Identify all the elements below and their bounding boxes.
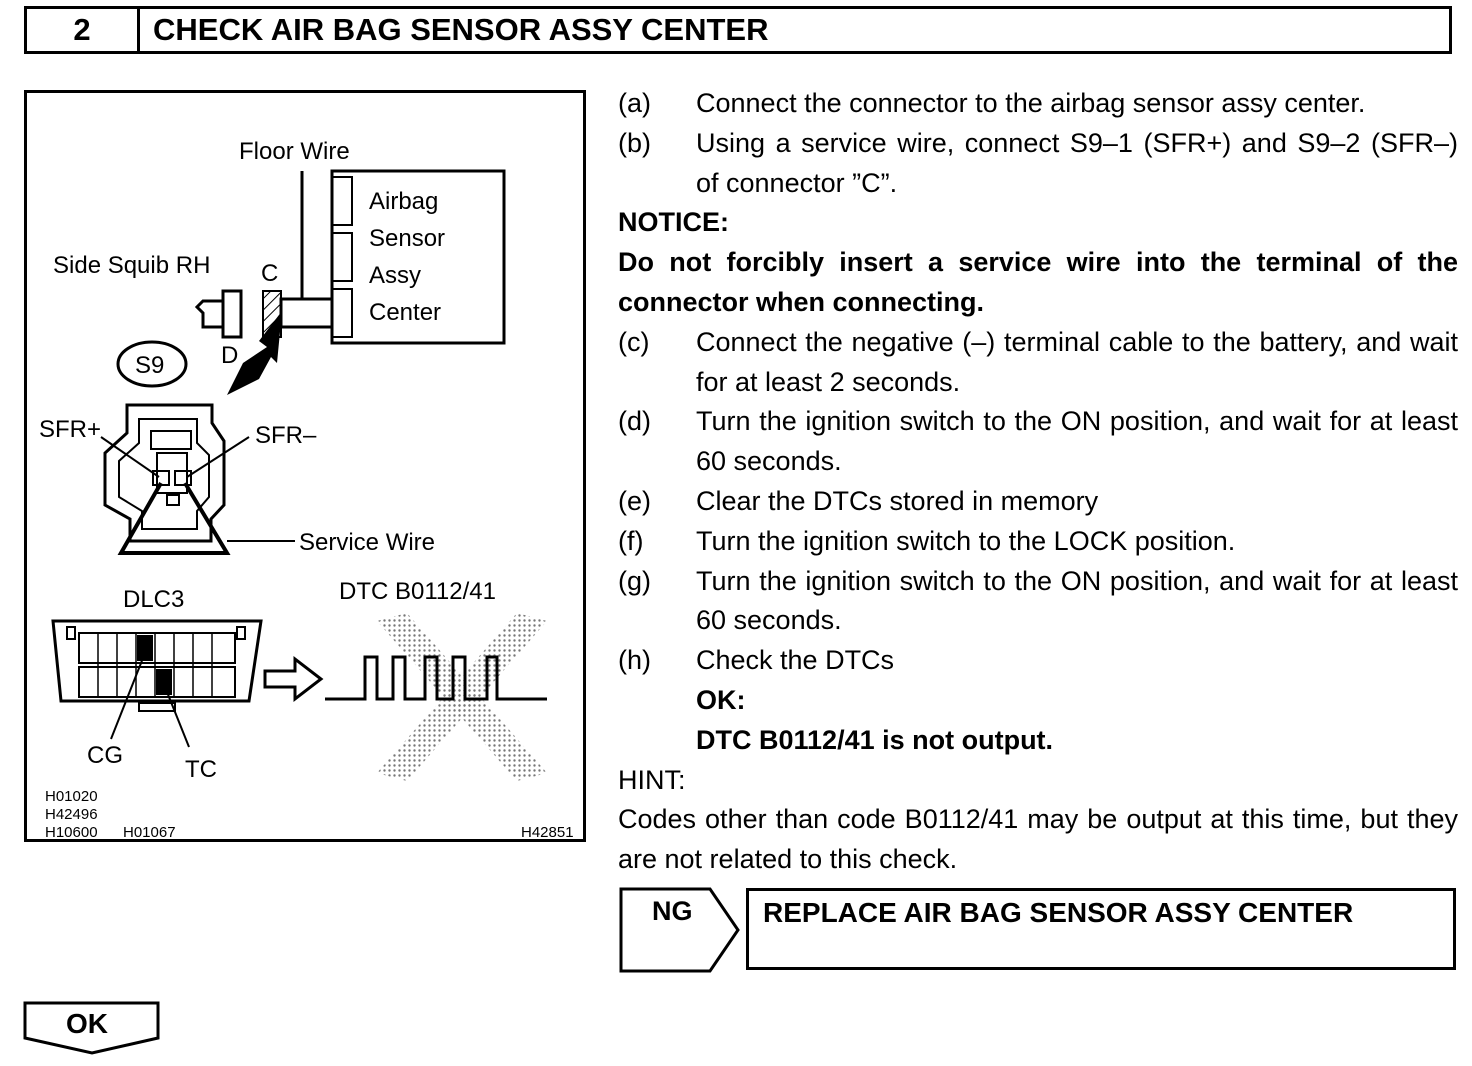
airbag-label-2: Sensor: [369, 225, 445, 252]
hint-text: Codes other than code B0112/41 may be ou…: [618, 804, 1458, 875]
service-wire-label: Service Wire: [299, 529, 435, 556]
ok-text: DTC B0112/41 is not output.: [696, 724, 1054, 755]
step-letter: (f): [618, 525, 644, 556]
step-body: Turn the ignition switch to the LOCK pos…: [696, 525, 1236, 556]
illustration-svg: Floor Wire Airbag Sensor Assy Center Sid…: [39, 138, 574, 841]
sfr-minus-label: SFR–: [255, 422, 317, 449]
tc-label: TC: [185, 756, 217, 783]
step-body: Using a service wire, connect S9–1 (SFR+…: [696, 127, 1458, 198]
ng-label: NG: [652, 896, 693, 926]
step-h: (h) Check the DTCs: [618, 641, 1458, 681]
service-wire-loop: [117, 481, 231, 555]
ng-arrow-shape: [619, 887, 740, 973]
procedure-text: (a) Connect the connector to the airbag …: [618, 84, 1458, 880]
ok-title: OK:: [696, 684, 746, 715]
hollow-arrow: [263, 655, 324, 703]
step-letter: (c): [618, 326, 650, 357]
pointer-arrow: [227, 311, 282, 395]
ok-label: OK: [66, 1008, 108, 1039]
side-squib-label: Side Squib RH: [53, 252, 210, 279]
ok-arrow-shape: [23, 1001, 160, 1055]
cg-label: CG: [87, 742, 123, 769]
step-a: (a) Connect the connector to the airbag …: [618, 84, 1458, 124]
ng-action-text: REPLACE AIR BAG SENSOR ASSY CENTER: [763, 897, 1354, 928]
figure-code-3: H10600: [45, 824, 98, 841]
step-letter: (h): [618, 645, 651, 676]
step-title: CHECK AIR BAG SENSOR ASSY CENTER: [153, 12, 769, 47]
figure-code-4: H01067: [123, 824, 176, 841]
step-b: (b) Using a service wire, connect S9–1 (…: [618, 124, 1458, 204]
figure-code-1: H01020: [45, 788, 98, 805]
floor-wire-label: Floor Wire: [239, 138, 350, 165]
notice-title: NOTICE:: [618, 207, 729, 238]
notice-text: Do not forcibly insert a service wire in…: [618, 247, 1458, 317]
sfr-plus-label: SFR+: [39, 416, 101, 443]
step-header: 2 CHECK AIR BAG SENSOR ASSY CENTER: [24, 6, 1452, 54]
ng-action-box: REPLACE AIR BAG SENSOR ASSY CENTER: [746, 888, 1456, 970]
connector-d: [221, 289, 243, 339]
step-letter: (e): [618, 485, 651, 516]
step-letter: (g): [618, 565, 651, 596]
dtc-waveform: [325, 655, 547, 701]
step-body: Connect the negative (–) terminal cable …: [696, 326, 1458, 397]
dtc-label: DTC B0112/41: [339, 578, 496, 605]
step-body: Turn the ignition switch to the ON posit…: [696, 565, 1458, 636]
step-letter: (a): [618, 88, 651, 118]
hint-title: HINT:: [618, 764, 686, 795]
figure-code-5: H42851: [521, 824, 574, 841]
dlc3-label: DLC3: [123, 586, 184, 613]
dlc3-connector: [51, 619, 263, 703]
step-d: (d) Turn the ignition switch to the ON p…: [618, 402, 1458, 482]
step-e: (e) Clear the DTCs stored in memory: [618, 482, 1458, 522]
step-body: Clear the DTCs stored in memory: [696, 485, 1099, 516]
step-c: (c) Connect the negative (–) terminal ca…: [618, 323, 1458, 403]
airbag-label-4: Center: [369, 299, 441, 326]
wiring-illustration: Floor Wire Airbag Sensor Assy Center Sid…: [24, 90, 586, 842]
airbag-label-3: Assy: [369, 262, 421, 289]
s9-badge: [116, 340, 188, 388]
step-letter: (b): [618, 127, 651, 158]
step-number: 2: [27, 9, 140, 51]
step-f: (f) Turn the ignition switch to the LOCK…: [618, 522, 1458, 562]
step-g: (g) Turn the ignition switch to the ON p…: [618, 562, 1458, 642]
connector-d-label: D: [221, 342, 238, 369]
step-letter: (d): [618, 406, 651, 437]
side-squib-rh: [194, 299, 223, 329]
s9-label: S9: [135, 352, 164, 379]
s9-connector: [103, 403, 226, 543]
figure-code-2: H42496: [45, 806, 98, 823]
step-body: Check the DTCs: [696, 645, 895, 676]
connector-c-label: C: [261, 260, 278, 287]
airbag-label-1: Airbag: [369, 188, 438, 215]
step-body: Connect the connector to the airbag sens…: [696, 88, 1366, 118]
step-body: Turn the ignition switch to the ON posit…: [696, 406, 1458, 477]
